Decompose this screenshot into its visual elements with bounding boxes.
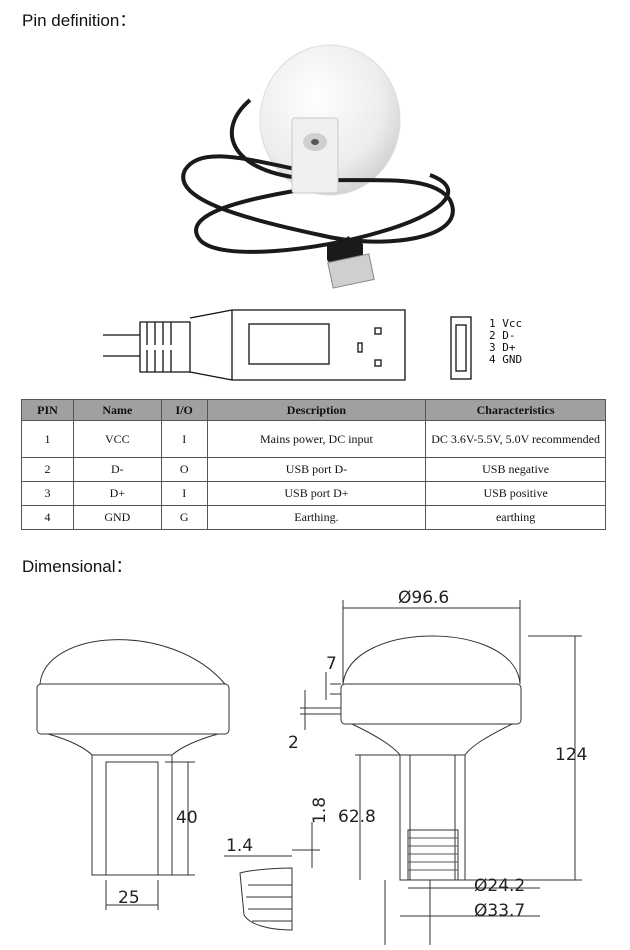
column-header-io: I/O bbox=[160, 399, 208, 421]
column-header-description: Description bbox=[206, 399, 427, 421]
table-cell: Mains power, DC input bbox=[206, 420, 427, 458]
dimension-thread-outer-diameter: Ø33.7 bbox=[474, 901, 526, 921]
table-cell: GND bbox=[72, 505, 162, 530]
dimensional-heading: Dimensional： bbox=[22, 557, 133, 576]
table-header-row: PIN Name I/O Description Characteristics bbox=[21, 399, 606, 421]
table-cell: 1 bbox=[21, 420, 74, 458]
legend-item: 1 Vcc bbox=[489, 317, 523, 330]
legend-item: 3 D+ bbox=[489, 341, 516, 354]
table-cell: 3 bbox=[21, 481, 74, 506]
dimension-neck-length: 40 bbox=[176, 808, 198, 828]
column-header-name: Name bbox=[72, 399, 162, 421]
table-cell: DC 3.6V-5.5V, 5.0V recommended bbox=[425, 420, 606, 458]
pin-definition-heading: Pin definition： bbox=[22, 11, 137, 30]
dimension-base-width: 25 bbox=[118, 888, 140, 908]
table-row: 1 VCC I Mains power, DC input DC 3.6V-5.… bbox=[21, 420, 606, 458]
table-cell: O bbox=[160, 457, 208, 482]
dimension-thread-inner-diameter: Ø24.2 bbox=[474, 876, 526, 896]
table-cell: G bbox=[160, 505, 208, 530]
table-cell: 4 bbox=[21, 505, 74, 530]
dimension-height: 124 bbox=[555, 745, 588, 765]
product-photo bbox=[181, 44, 455, 289]
column-header-characteristics: Characteristics bbox=[425, 399, 606, 421]
dimension-body-length: 62.8 bbox=[338, 807, 376, 827]
dimension-dome-step: 7 bbox=[326, 654, 337, 674]
table-cell: USB port D- bbox=[206, 457, 427, 482]
table-cell: I bbox=[160, 481, 208, 506]
connector-pin-legend: 1 Vcc 2 D- 3 D+ 4 GND bbox=[489, 318, 522, 366]
table-row: 2 D- O USB port D- USB negative bbox=[21, 457, 606, 482]
table-row: 3 D+ I USB port D+ USB positive bbox=[21, 481, 606, 506]
legend-item: 2 D- bbox=[489, 329, 516, 342]
table-cell: Earthing. bbox=[206, 505, 427, 530]
dimension-gap: 2 bbox=[288, 733, 299, 753]
dimension-thread-pitch: 1.4 bbox=[226, 836, 254, 856]
table-cell: VCC bbox=[72, 420, 162, 458]
legend-item: 4 GND bbox=[489, 353, 523, 366]
table-cell: D+ bbox=[72, 481, 162, 506]
table-row: 4 GND G Earthing. earthing bbox=[21, 505, 606, 530]
table-cell: USB positive bbox=[425, 481, 606, 506]
table-cell: USB port D+ bbox=[206, 481, 427, 506]
table-cell: 2 bbox=[21, 457, 74, 482]
dimensional-drawing bbox=[36, 600, 582, 945]
dimension-dome-diameter: Ø96.6 bbox=[398, 588, 450, 608]
table-cell: I bbox=[160, 420, 208, 458]
table-cell: USB negative bbox=[425, 457, 606, 482]
table-cell: earthing bbox=[425, 505, 606, 530]
dimension-thread-depth: 1.8 bbox=[310, 796, 330, 824]
table-cell: D- bbox=[72, 457, 162, 482]
usb-connector-drawing bbox=[103, 309, 472, 381]
column-header-pin: PIN bbox=[21, 399, 74, 421]
pin-definition-table: PIN Name I/O Description Characteristics… bbox=[21, 399, 606, 530]
